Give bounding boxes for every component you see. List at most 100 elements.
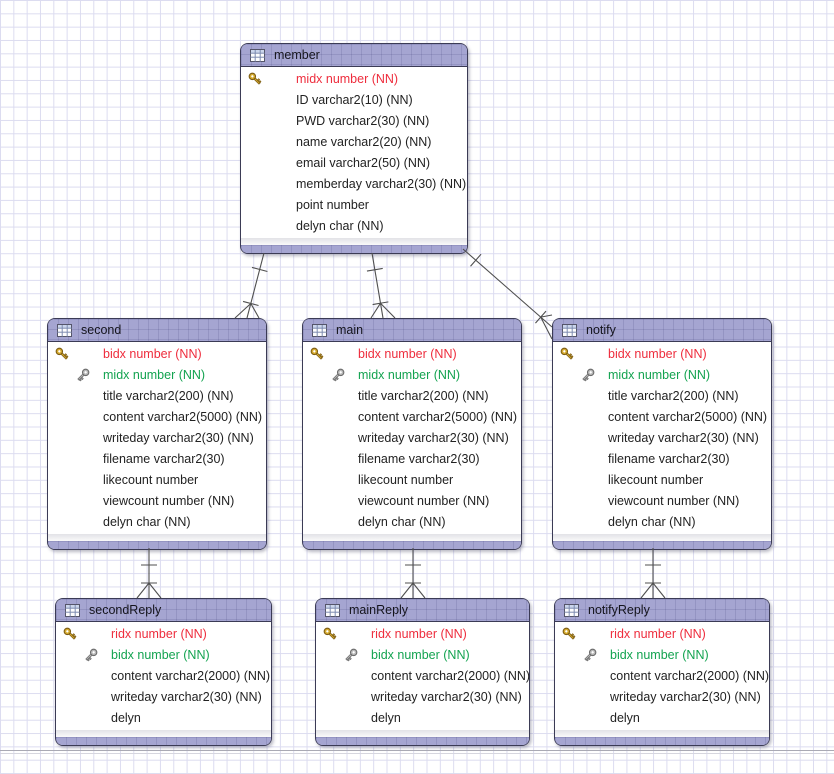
column-row-notify[interactable]: midx number (NN) — [553, 365, 771, 386]
column-row-secondReply[interactable]: delyn — [56, 708, 271, 729]
entity-header[interactable]: second — [48, 319, 266, 342]
column-row-notify[interactable]: filename varchar2(30) — [553, 449, 771, 470]
column-row-secondReply[interactable]: writeday varchar2(30) (NN) — [56, 687, 271, 708]
column-row-main[interactable]: viewcount number (NN) — [303, 491, 521, 512]
column-row-second[interactable]: likecount number — [48, 470, 266, 491]
entity-header[interactable]: mainReply — [316, 599, 529, 622]
column-row-second[interactable]: delyn char (NN) — [48, 512, 266, 533]
entity-title: secondReply — [89, 603, 162, 617]
column-text: title varchar2(200) (NN) — [103, 389, 234, 403]
column-row-mainReply[interactable]: writeday varchar2(30) (NN) — [316, 687, 529, 708]
column-row-second[interactable]: midx number (NN) — [48, 365, 266, 386]
column-row-main[interactable]: likecount number — [303, 470, 521, 491]
column-row-notify[interactable]: bidx number (NN) — [553, 344, 771, 365]
column-row-member[interactable]: delyn char (NN) — [241, 216, 467, 237]
entity-header[interactable]: main — [303, 319, 521, 342]
column-row-member[interactable]: name varchar2(20) (NN) — [241, 132, 467, 153]
foreign-key-icon — [584, 648, 597, 662]
column-row-mainReply[interactable]: delyn — [316, 708, 529, 729]
column-row-main[interactable]: writeday varchar2(30) (NN) — [303, 428, 521, 449]
entity-notify[interactable]: notify bidx number (NN) midx number (NN)ti… — [552, 318, 772, 550]
column-text: viewcount number (NN) — [358, 494, 490, 508]
column-row-main[interactable]: midx number (NN) — [303, 365, 521, 386]
table-icon — [250, 48, 265, 62]
primary-key-icon — [63, 627, 77, 640]
entity-footer-bar — [48, 541, 266, 549]
entity-title: mainReply — [349, 603, 409, 617]
column-row-notifyReply[interactable]: writeday varchar2(30) (NN) — [555, 687, 769, 708]
entity-main[interactable]: main bidx number (NN) midx number (NN) titl… — [302, 318, 522, 550]
column-row-member[interactable]: memberday varchar2(30) (NN) — [241, 174, 467, 195]
entity-body: ridx number (NN)bidx number (NN)content … — [56, 622, 271, 730]
column-row-main[interactable]: bidx number (NN) — [303, 344, 521, 365]
column-row-notify[interactable]: content varchar2(5000) (NN) — [553, 407, 771, 428]
column-row-second[interactable]: title varchar2(200) (NN) — [48, 386, 266, 407]
column-row-secondReply[interactable]: content varchar2(2000) (NN) — [56, 666, 271, 687]
relationship-member-second[interactable] — [234, 252, 268, 319]
column-row-notify[interactable]: delyn char (NN) — [553, 512, 771, 533]
column-text: writeday varchar2(30) (NN) — [610, 690, 761, 704]
column-text: delyn char (NN) — [103, 515, 191, 529]
column-row-notifyReply[interactable]: content varchar2(2000) (NN) — [555, 666, 769, 687]
entity-header[interactable]: notifyReply — [555, 599, 769, 622]
column-row-second[interactable]: content varchar2(5000) (NN) — [48, 407, 266, 428]
column-row-second[interactable]: viewcount number (NN) — [48, 491, 266, 512]
foreign-key-icon — [582, 368, 595, 382]
column-text: likecount number — [103, 473, 199, 487]
column-text: title varchar2(200) (NN) — [358, 389, 489, 403]
column-row-second[interactable]: bidx number (NN) — [48, 344, 266, 365]
column-row-second[interactable]: writeday varchar2(30) (NN) — [48, 428, 266, 449]
entity-mainReply[interactable]: mainReply ridx number (NN)bidx number (NN… — [315, 598, 530, 746]
column-row-main[interactable]: title varchar2(200) (NN) — [303, 386, 521, 407]
column-row-notify[interactable]: writeday varchar2(30) (NN) — [553, 428, 771, 449]
relationship-member-main[interactable] — [366, 252, 396, 319]
column-row-mainReply[interactable]: content varchar2(2000) (NN) — [316, 666, 530, 687]
relationship-main-mainReply[interactable] — [400, 548, 426, 599]
column-text: content varchar2(2000) (NN) — [610, 669, 770, 683]
column-row-member[interactable]: ID varchar2(10) (NN) — [241, 90, 467, 111]
column-row-main[interactable]: filename varchar2(30) — [303, 449, 521, 470]
column-row-notifyReply[interactable]: delyn — [555, 708, 769, 729]
relationship-member-notify[interactable] — [462, 248, 553, 340]
column-row-secondReply[interactable]: bidx number (NN) — [56, 645, 271, 666]
entity-body: ridx number (NN)bidx number (NN)content … — [316, 622, 530, 730]
foreign-key-icon — [85, 648, 98, 662]
entity-notifyReply[interactable]: notifyReply ridx number (NN)bidx number (… — [554, 598, 770, 746]
table-icon — [325, 603, 340, 617]
relationship-second-secondReply[interactable] — [136, 548, 162, 599]
entity-title: notifyReply — [588, 603, 650, 617]
column-row-notify[interactable]: likecount number — [553, 470, 771, 491]
column-text: delyn — [111, 711, 141, 725]
column-row-notify[interactable]: viewcount number (NN) — [553, 491, 771, 512]
column-row-main[interactable]: content varchar2(5000) (NN) — [303, 407, 521, 428]
entity-footer-strip — [48, 534, 266, 541]
column-text: writeday varchar2(30) (NN) — [358, 431, 509, 445]
column-row-member[interactable]: PWD varchar2(30) (NN) — [241, 111, 467, 132]
primary-key-icon — [560, 347, 574, 360]
entity-header[interactable]: secondReply — [56, 599, 271, 622]
column-row-secondReply[interactable]: ridx number (NN) — [56, 624, 271, 645]
entity-header[interactable]: member — [241, 44, 467, 67]
column-row-notify[interactable]: title varchar2(200) (NN) — [553, 386, 771, 407]
column-row-main[interactable]: delyn char (NN) — [303, 512, 521, 533]
column-text: bidx number (NN) — [358, 347, 457, 361]
column-row-mainReply[interactable]: bidx number (NN) — [316, 645, 529, 666]
entity-secondReply[interactable]: secondReply ridx number (NN)bidx number (… — [55, 598, 272, 746]
entity-body: bidx number (NN) midx number (NN) title va… — [303, 342, 521, 534]
column-row-notifyReply[interactable]: bidx number (NN) — [555, 645, 769, 666]
entity-body: bidx number (NN) midx number (NN)title va… — [553, 342, 771, 534]
column-row-notifyReply[interactable]: ridx number (NN) — [555, 624, 769, 645]
column-text: ID varchar2(10) (NN) — [296, 93, 413, 107]
column-row-member[interactable]: point number — [241, 195, 467, 216]
entity-header[interactable]: notify — [553, 319, 771, 342]
entity-footer-strip — [316, 730, 529, 737]
column-text: bidx number (NN) — [608, 347, 707, 361]
column-row-second[interactable]: filename varchar2(30) — [48, 449, 266, 470]
column-row-member[interactable]: email varchar2(50) (NN) — [241, 153, 467, 174]
column-row-member[interactable]: midx number (NN) — [241, 69, 467, 90]
relationship-notify-notifyReply[interactable] — [640, 548, 666, 599]
column-row-mainReply[interactable]: ridx number (NN) — [316, 624, 529, 645]
